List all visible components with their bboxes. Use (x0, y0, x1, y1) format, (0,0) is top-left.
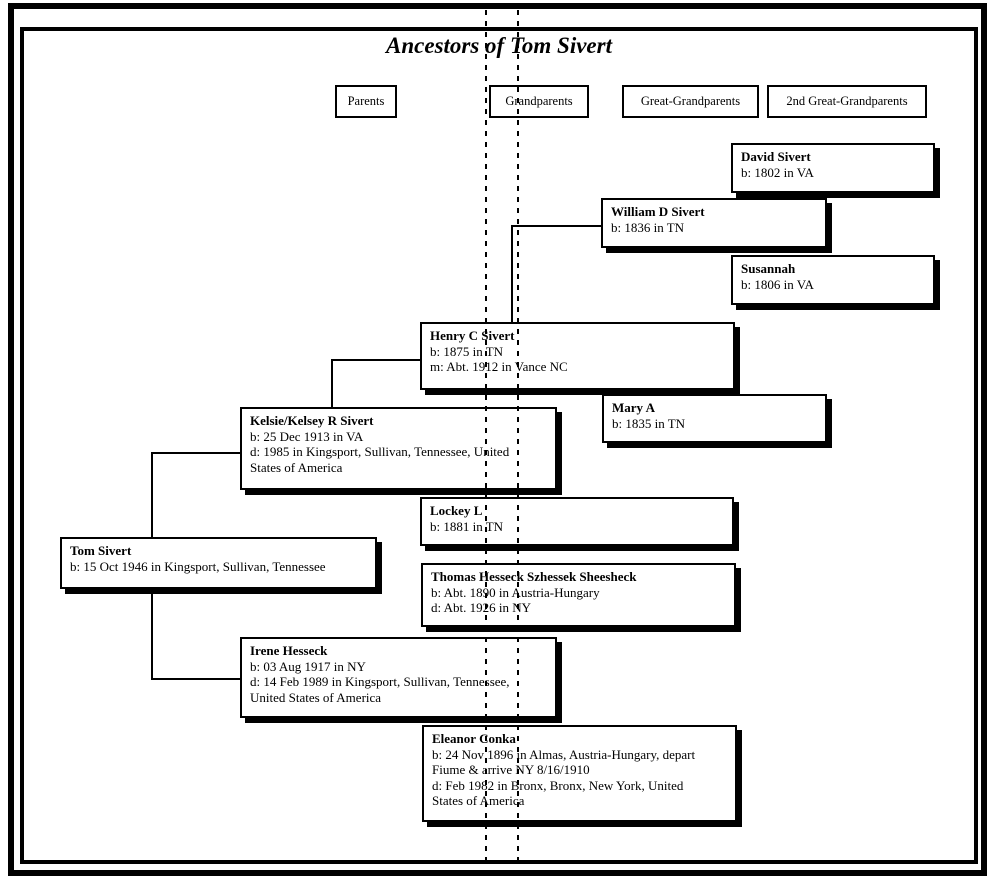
person-box-william-d-sivert[interactable]: William D Sivert b: 1836 in TN (601, 198, 827, 248)
person-detail-line: b: 1806 in VA (741, 276, 814, 292)
inner-border-frame (20, 27, 978, 864)
person-detail-line: d: Feb 1982 in Bronx, Bronx, New York, U… (432, 777, 684, 793)
person-name: William D Sivert (611, 204, 705, 219)
page-break-dashed-line-1 (485, 10, 487, 868)
person-detail-line: b: 1835 in TN (612, 415, 686, 431)
person-name: Mary A (612, 400, 655, 415)
connector-henry-to-william-vertical (511, 225, 513, 324)
connector-tom-to-irene-vertical (151, 589, 153, 680)
person-detail-line: b: 1881 in TN (430, 518, 504, 534)
person-detail-line: b: 15 Oct 1946 in Kingsport, Sullivan, T… (70, 558, 326, 574)
connector-tom-to-kelsie-horizontal (151, 452, 242, 454)
person-detail-line: d: 1985 in Kingsport, Sullivan, Tennesse… (250, 444, 510, 459)
connector-kelsie-to-henry-horizontal (331, 359, 422, 361)
person-box-kelsie-kelsey-r-sivert[interactable]: Kelsie/Kelsey R Sivert b: 25 Dec 1913 in… (240, 407, 557, 490)
person-detail-line: m: Abt. 1912 in Vance NC (430, 359, 568, 374)
person-name: Irene Hesseck (250, 643, 328, 658)
person-box-eleanor-conka[interactable]: Eleanor Conka b: 24 Nov 1896 in Almas, A… (422, 725, 737, 822)
person-box-lockey-l[interactable]: Lockey L b: 1881 in TN (420, 497, 734, 546)
person-box-tom-sivert[interactable]: Tom Sivert b: 15 Oct 1946 in Kingsport, … (60, 537, 377, 589)
column-header-great-grandparents: Great-Grandparents (622, 85, 759, 118)
person-name: David Sivert (741, 149, 811, 164)
column-header-parents: Parents (335, 85, 397, 118)
connector-tom-to-kelsie-vertical (151, 452, 153, 539)
person-detail-line: b: Abt. 1890 in Austria-Hungary (431, 584, 600, 600)
person-name: Lockey L (430, 503, 483, 518)
person-detail-line: b: 24 Nov 1896 in Almas, Austria-Hungary… (432, 746, 696, 762)
person-name: Susannah (741, 261, 796, 276)
person-detail-line: b: 03 Aug 1917 in NY (250, 658, 366, 674)
person-box-susannah[interactable]: Susannah b: 1806 in VA (731, 255, 935, 305)
person-name: Henry C Sivert (430, 328, 515, 343)
column-header-grandparents: Grandparents (489, 85, 589, 118)
connector-tom-to-irene-horizontal (151, 678, 242, 680)
person-detail-line: b: 1836 in TN (611, 219, 685, 235)
page-break-dashed-line-2 (517, 10, 519, 868)
person-name: Eleanor Conka (432, 731, 516, 746)
person-name: Tom Sivert (70, 543, 132, 558)
person-detail-line: d: Abt. 1926 in NY (431, 600, 532, 615)
person-detail-line: b: 1802 in VA (741, 164, 814, 180)
person-detail-line: b: 25 Dec 1913 in VA (250, 428, 364, 444)
person-detail-line: b: 1875 in TN (430, 343, 504, 359)
person-box-thomas-hesseck-szhessek-sheesheck[interactable]: Thomas Hesseck Szhessek Sheesheck b: Abt… (421, 563, 736, 627)
column-header-2nd-great-grandparents: 2nd Great-Grandparents (767, 85, 927, 118)
person-detail-line: States of America (250, 459, 343, 475)
person-detail-line: States of America (432, 793, 525, 808)
chart-title: Ancestors of Tom Sivert (386, 33, 612, 58)
person-detail-line: d: 14 Feb 1989 in Kingsport, Sullivan, T… (250, 674, 510, 689)
connector-kelsie-to-henry-vertical (331, 359, 333, 409)
person-detail-line: United States of America (250, 689, 382, 705)
person-box-mary-a[interactable]: Mary A b: 1835 in TN (602, 394, 827, 443)
connector-henry-to-william-horizontal (511, 225, 603, 227)
person-box-david-sivert[interactable]: David Sivert b: 1802 in VA (731, 143, 935, 193)
person-name: Thomas Hesseck Szhessek Sheesheck (431, 569, 637, 584)
person-name: Kelsie/Kelsey R Sivert (250, 413, 374, 428)
person-detail-line: Fiume & arrive NY 8/16/1910 (432, 762, 590, 777)
outer-border-frame (8, 3, 987, 876)
